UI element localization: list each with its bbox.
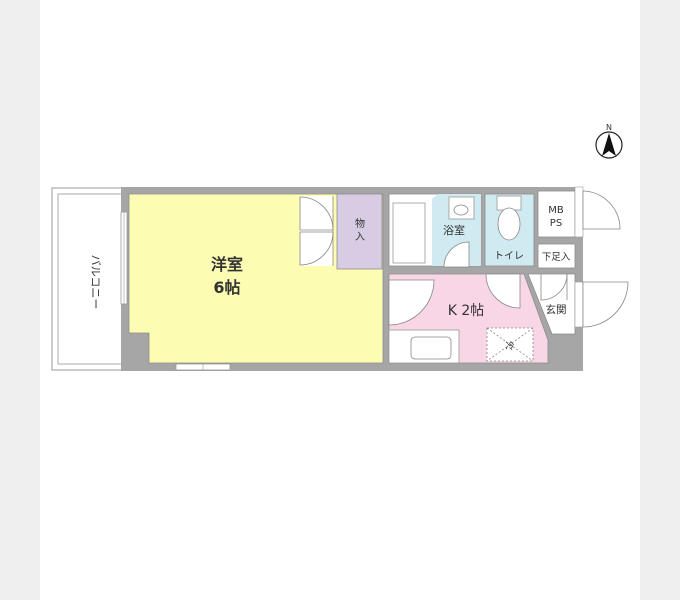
bath-label: 浴室: [443, 223, 465, 237]
toilet-label: トイレ: [494, 251, 524, 262]
mbps-label-2: PS: [550, 218, 562, 229]
kitchen: 冷 K 2帖: [388, 273, 549, 364]
storage-closet: 物 入: [336, 193, 383, 270]
kitchen-label: K 2帖: [448, 303, 485, 319]
western-room-size: 6帖: [213, 278, 240, 297]
toilet: トイレ: [484, 193, 535, 267]
fridge-label: 冷: [505, 340, 514, 352]
north-compass-icon: N: [595, 123, 623, 159]
balcony-label: バルコニー: [89, 255, 102, 310]
mbps-label-1: MB: [548, 205, 564, 216]
exterior-doors: [574, 186, 629, 328]
shoe-closet: 下足入: [537, 243, 576, 269]
storage-label-2: 入: [355, 232, 365, 243]
shoe-closet-label: 下足入: [542, 252, 571, 263]
entrance: 玄関: [527, 273, 576, 335]
balcony: バルコニー: [51, 187, 123, 371]
bathroom: 浴室: [388, 193, 482, 268]
mbps: MB PS: [537, 190, 576, 238]
western-room-name: 洋室: [211, 255, 243, 274]
storage-label-1: 物: [355, 217, 365, 230]
compass-label: N: [606, 123, 612, 132]
western-room: 洋室 6帖: [120, 193, 384, 371]
entrance-label: 玄関: [546, 303, 567, 316]
